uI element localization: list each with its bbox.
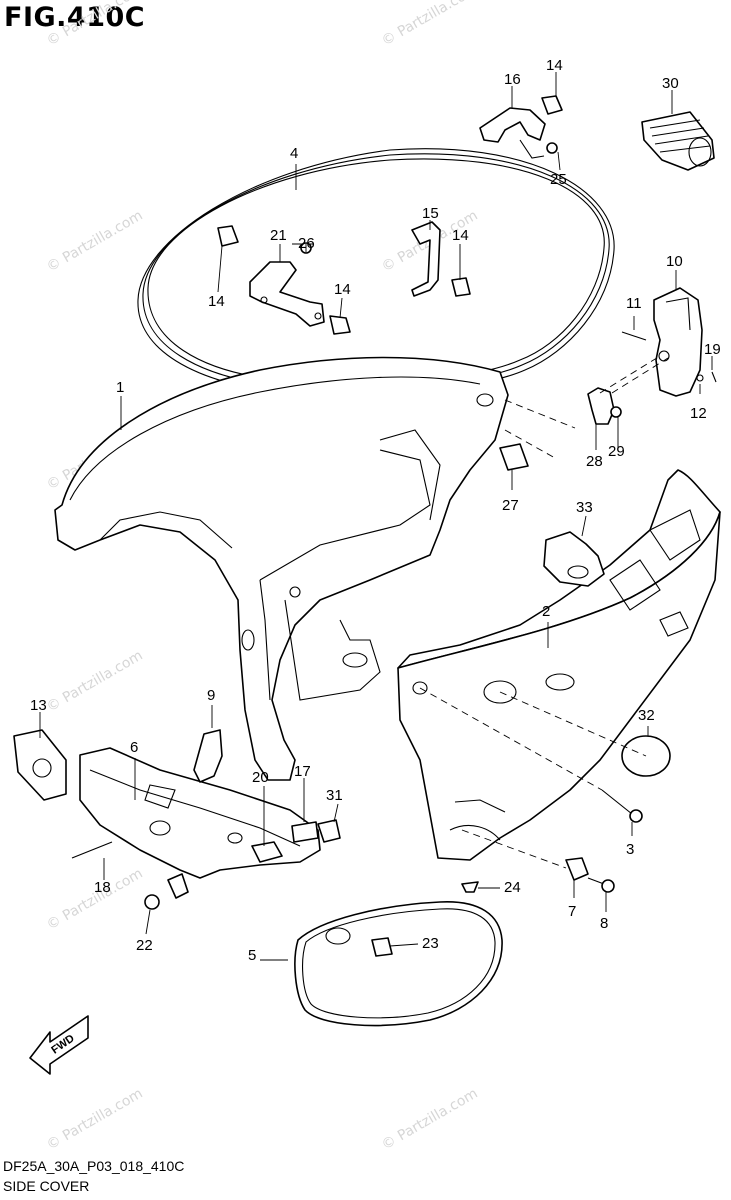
callout-29: 29 — [608, 443, 625, 460]
part-23-grommet — [371, 937, 393, 957]
watermark: © Partzilla.com — [44, 0, 146, 49]
figure-title: FIG.410C — [4, 2, 146, 33]
callout-labels: 1 2 3 4 5 6 7 8 9 10 11 12 13 14 14 14 1… — [30, 57, 721, 964]
callout-8: 8 — [600, 915, 608, 932]
watermark: © Partzilla.com — [44, 208, 146, 276]
part-1-side-cover-upper — [54, 356, 509, 781]
part-24-rivet — [461, 881, 479, 893]
figure-name: SIDE COVER — [3, 1178, 90, 1194]
callout-20: 20 — [252, 769, 269, 786]
callout-14: 14 — [208, 293, 225, 310]
callout-1: 1 — [116, 379, 124, 396]
callout-14: 14 — [334, 281, 351, 298]
part-7-grommet — [565, 857, 589, 881]
callout-17: 17 — [294, 763, 311, 780]
part-31-clip — [317, 819, 341, 843]
part-25-bolt — [546, 142, 558, 154]
callout-9: 9 — [207, 687, 215, 704]
part-16-bracket — [479, 107, 546, 159]
callout-15: 15 — [422, 205, 439, 222]
part-27-clip — [499, 443, 529, 471]
assembly-lines — [419, 355, 669, 869]
callout-33: 33 — [576, 499, 593, 516]
figure-code: DF25A_30A_P03_018_410C — [3, 1158, 185, 1174]
callout-10: 10 — [666, 253, 683, 270]
callout-16: 16 — [504, 71, 521, 88]
watermark: © Partzilla.com — [44, 1086, 146, 1154]
watermark: © Partzilla.com — [44, 648, 146, 716]
part-5-bottom-seal — [294, 901, 503, 1027]
part-21-bracket — [249, 261, 325, 327]
callout-13: 13 — [30, 697, 47, 714]
part-19-clip — [711, 371, 717, 383]
part-22-bolt — [144, 873, 189, 910]
part-28-plate — [587, 387, 615, 425]
callout-19: 19 — [704, 341, 721, 358]
part-11-pin — [621, 331, 647, 341]
part-29-bolt — [610, 406, 622, 418]
part-20-cushion — [251, 841, 283, 863]
callout-11: 11 — [626, 295, 642, 312]
callout-28: 28 — [586, 453, 603, 470]
fwd-arrow-icon: FWD — [29, 1015, 89, 1075]
part-8-bolt — [587, 877, 615, 893]
callout-26: 26 — [298, 235, 315, 252]
leader-lines — [39, 72, 713, 961]
callout-27: 27 — [502, 497, 519, 514]
callout-22: 22 — [136, 937, 153, 954]
part-12-washer — [696, 374, 704, 382]
callout-24: 24 — [504, 879, 521, 896]
callout-31: 31 — [326, 787, 343, 804]
part-14-damper — [217, 95, 563, 335]
part-33-plug — [543, 531, 605, 587]
callout-4: 4 — [290, 145, 298, 162]
part-18-screw — [71, 841, 113, 859]
callout-18: 18 — [94, 879, 111, 896]
callout-21: 21 — [270, 227, 287, 244]
callout-14: 14 — [452, 227, 469, 244]
part-3-bolt — [601, 789, 643, 823]
callout-14: 14 — [546, 57, 563, 74]
callout-3: 3 — [626, 841, 634, 858]
callout-5: 5 — [248, 947, 256, 964]
part-30-grommet — [641, 111, 715, 171]
part-15-bracket — [411, 221, 441, 297]
callout-32: 32 — [638, 707, 655, 724]
callout-23: 23 — [422, 935, 439, 952]
callout-6: 6 — [130, 739, 138, 756]
part-2-side-cover-lower — [397, 469, 721, 861]
watermark: © Partzilla.com — [379, 1086, 481, 1154]
callout-30: 30 — [662, 75, 679, 92]
watermark: © Partzilla.com — [379, 0, 481, 49]
watermark: © Partzilla.com — [44, 866, 146, 934]
callout-7: 7 — [568, 903, 576, 920]
part-9-bracket — [193, 729, 223, 783]
part-17-spacer — [291, 821, 319, 843]
callout-2: 2 — [542, 603, 550, 620]
callout-12: 12 — [690, 405, 707, 422]
part-10-hinge — [653, 287, 703, 397]
part-13-pad — [13, 729, 67, 801]
callout-25: 25 — [550, 171, 567, 188]
